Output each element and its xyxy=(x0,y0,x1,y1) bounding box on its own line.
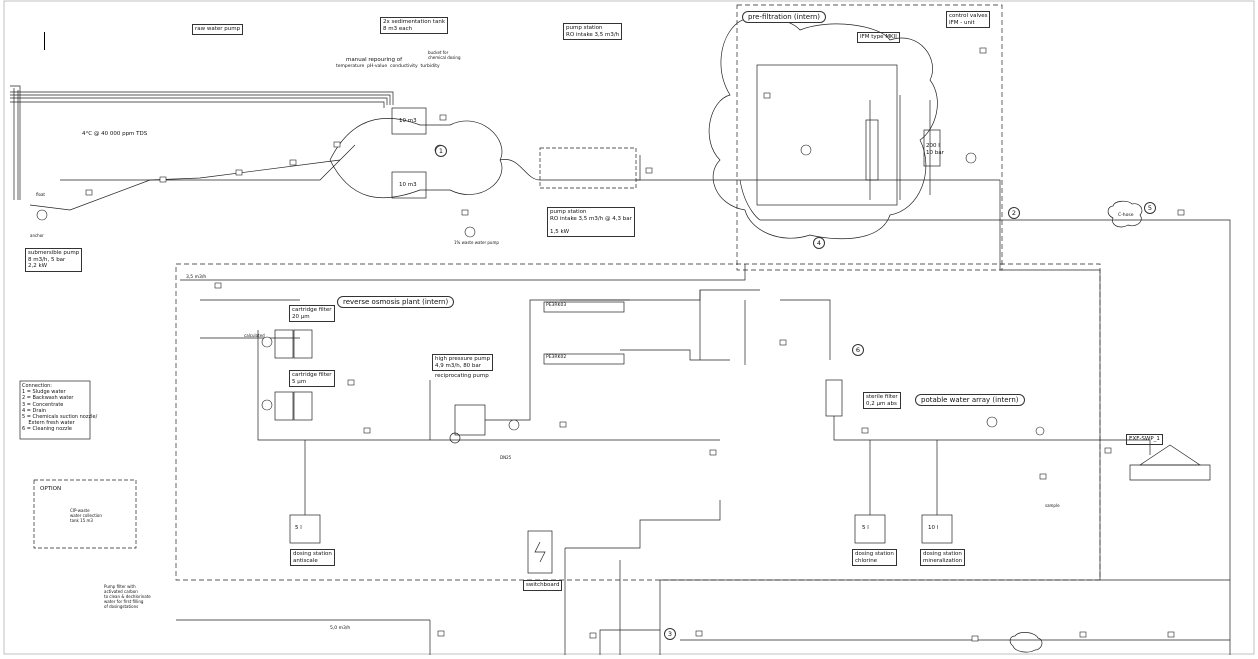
manual-repouring-label: manual repouring of xyxy=(346,57,403,63)
prefiltration-label: pre-filtration (intern) xyxy=(742,11,826,23)
raw-water-pump-label: raw water pump xyxy=(192,24,244,35)
marker-6: 6 xyxy=(852,344,864,356)
flow-3-5-label: 3,5 m3/h xyxy=(186,275,207,280)
ro-membrane-2-label: PE3RK02 xyxy=(546,355,567,360)
marker-3: 3 xyxy=(664,628,676,640)
tank-200l-label: 200 l 10 bar xyxy=(926,143,944,156)
tank-10m3-a-label: 10 m3 xyxy=(399,118,417,124)
tank-5l-a-label: 5 l xyxy=(295,525,302,531)
option-text: CIP-waste water collection tank 15 m3 xyxy=(70,508,102,523)
pump-station-top-label: pump station RO intake 3,5 m3/h xyxy=(563,23,623,40)
cartridge-5-label: cartridge filter 5 µm xyxy=(289,370,335,387)
option-label: OPTION xyxy=(40,486,62,492)
hose-label: C-hose xyxy=(1118,213,1134,218)
sedimentation-tank-label: 2x sedimentation tank 8 m3 each xyxy=(380,17,449,34)
dosing-antiscale-label: dosing station antiscale xyxy=(290,549,335,566)
waste-pump-label: 1% waste water pump xyxy=(454,240,499,245)
marker-1: 1 xyxy=(435,145,447,157)
flow-5-label: 5,0 m3/h xyxy=(330,626,351,631)
marker-5: 5 xyxy=(1144,202,1156,214)
sterile-filter-label: sterile filter 0,2 µm abs xyxy=(863,392,901,409)
cartridge-20-label: cartridge filter 20 µm xyxy=(289,305,335,322)
submersible-pump-label: submersible pump 8 m3/h, 5 bar 2,2 kW xyxy=(25,248,83,272)
reciprocating-label: reciprocating pump xyxy=(435,373,489,379)
connection-legend: Connection: 1 = Sludge water 2 = Backwas… xyxy=(22,383,98,433)
anchor-label: anchor xyxy=(30,233,44,238)
dn-label: DN25 xyxy=(500,455,512,460)
switchboard-label: switchboard xyxy=(523,580,563,591)
float-label: float xyxy=(36,192,45,197)
calculated-label: calculated xyxy=(244,333,265,338)
tank-5l-b-label: 5 l xyxy=(862,525,869,531)
dosing-chlorine-label: dosing station chlorine xyxy=(852,549,897,566)
ifm-type-label: IFM type MKII xyxy=(857,32,900,43)
marker-2: 2 xyxy=(1008,207,1020,219)
tank-10m3-b-label: 10 m3 xyxy=(399,182,417,188)
tds-label: 4°C @ 40 000 ppm TDS xyxy=(82,131,148,137)
control-valves-label: control valves IFM - unit xyxy=(946,11,991,28)
hp-pump-label: high pressure pump 4,9 m3/h, 80 bar xyxy=(432,354,494,371)
ro-plant-label: reverse osmosis plant (intern) xyxy=(337,296,455,308)
tank-10l-label: 10 l xyxy=(928,525,939,531)
sample-label: sample xyxy=(1045,503,1060,508)
pump-station-mid-label: pump station RO intake 3,5 m3/h @ 4,3 ba… xyxy=(547,207,635,237)
ro-membrane-1-label: PE3RK03 xyxy=(546,303,567,308)
dosing-mineral-label: dosing station mineralization xyxy=(920,549,966,566)
marker-4: 4 xyxy=(813,237,825,249)
potable-water-label: potable water array (intern) xyxy=(915,394,1025,406)
exf-label: EXF-SWP_1 xyxy=(1126,434,1163,445)
measurements-label: temperature pH-value conductivity turbid… xyxy=(336,64,440,69)
bucket-label: bucket for chemical dosing xyxy=(428,50,461,60)
text-cursor xyxy=(44,32,45,50)
pump-filter-note: Pump filter with activated carbon to cle… xyxy=(104,584,151,609)
